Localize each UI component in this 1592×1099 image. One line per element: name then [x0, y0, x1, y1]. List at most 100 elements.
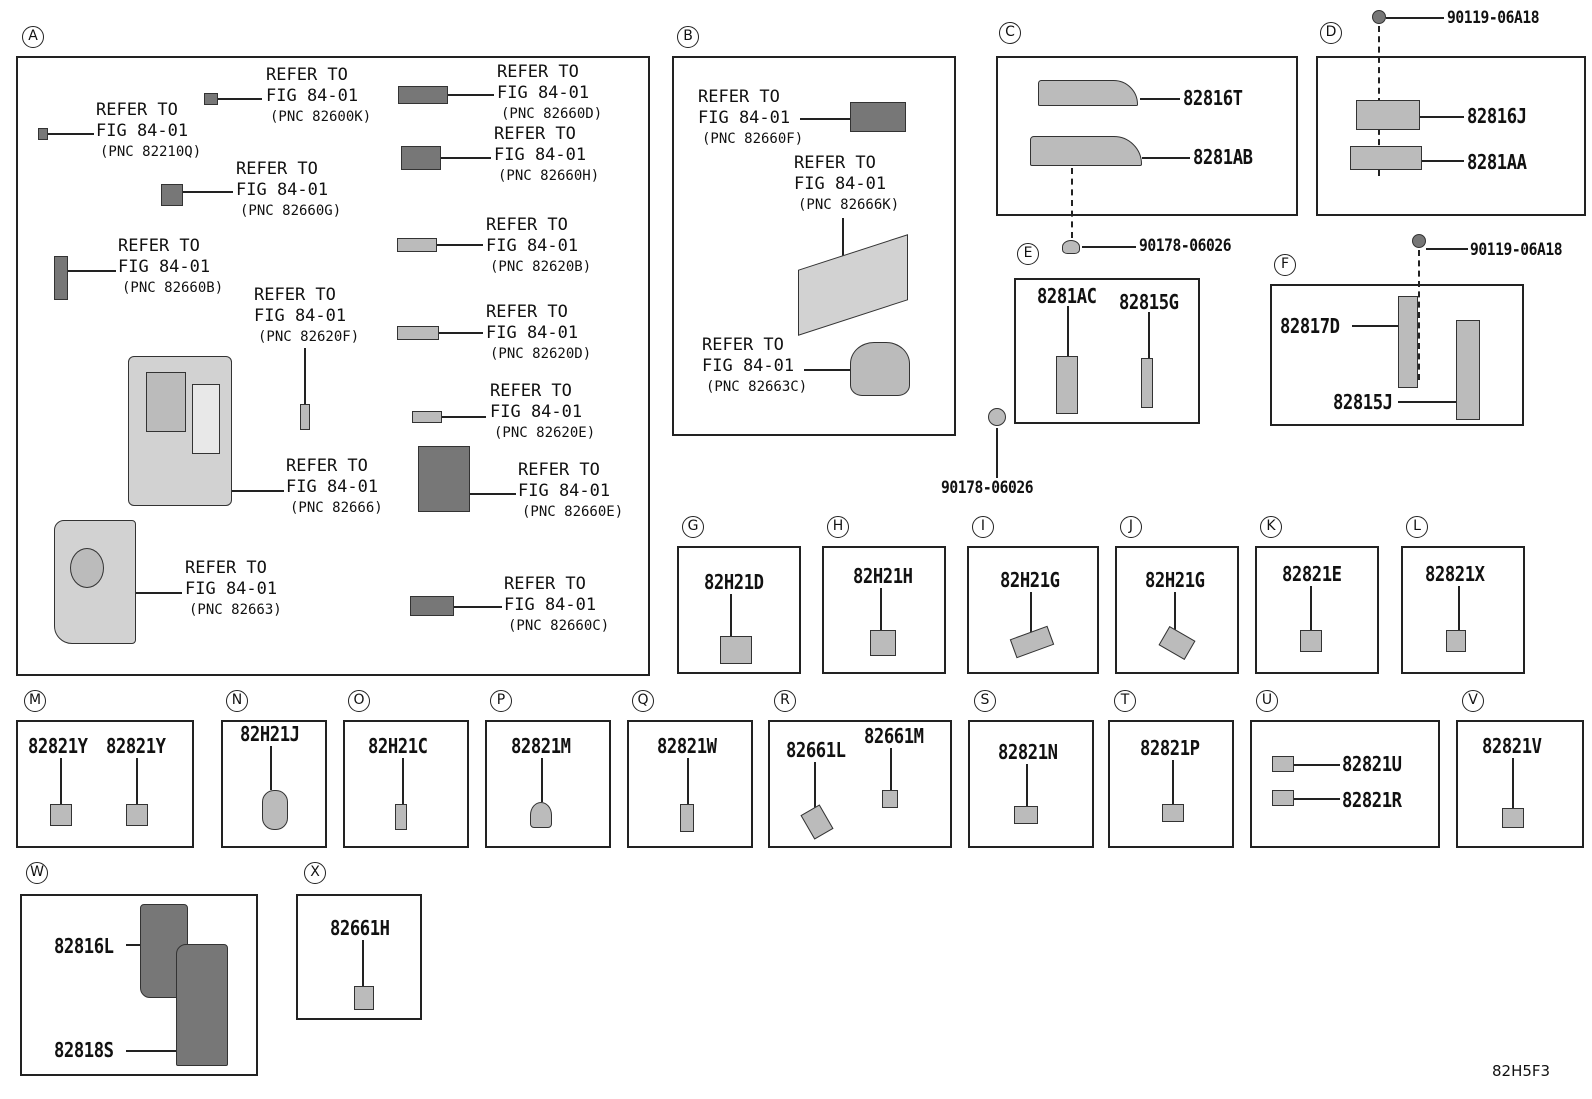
part-relay-82660f [850, 102, 906, 132]
section-v-box [1456, 720, 1584, 848]
part-fuse-82620f [300, 404, 310, 430]
part-cover-82663c [850, 342, 910, 396]
part-number-g: 82H21D [704, 570, 764, 594]
section-label-f: F [1274, 254, 1296, 276]
part-connector-82660g [161, 184, 183, 206]
section-label-m: M [24, 690, 46, 712]
section-u-box [1250, 720, 1440, 848]
section-label-k: K [1260, 516, 1282, 538]
part-number-90178-06026-bottom: 90178-06026 [941, 478, 1034, 498]
section-o-box [343, 720, 469, 848]
section-label-s: S [974, 690, 996, 712]
section-i-box [967, 546, 1099, 674]
part-number-w1: 82816L [54, 934, 114, 958]
part-clip-v [1502, 808, 1524, 828]
section-r-box [768, 720, 952, 848]
part-clip-g [720, 636, 752, 664]
part-clip-q [680, 804, 694, 832]
section-label-g: G [682, 516, 704, 538]
part-bracket-8281aa [1350, 146, 1422, 170]
part-block-82620d [397, 326, 439, 340]
part-clip-h [870, 630, 896, 656]
part-number-82815j: 82815J [1333, 390, 1393, 414]
section-p-box [485, 720, 611, 848]
section-label-d: D [1320, 22, 1342, 44]
part-connector-82600k [204, 93, 218, 105]
part-connector-82210q [38, 128, 48, 140]
part-bracket-82817d [1398, 296, 1418, 388]
section-label-l: L [1406, 516, 1428, 538]
part-cover-82816j [1356, 100, 1420, 130]
part-clip-k [1300, 630, 1322, 652]
section-label-u: U [1256, 690, 1278, 712]
part-clip-90178-06026-bottom [988, 408, 1006, 426]
section-s-box [968, 720, 1094, 848]
section-f-box [1270, 284, 1524, 426]
section-label-t: T [1114, 690, 1136, 712]
part-connector-82660b [54, 256, 68, 300]
part-bracket-82815g [1141, 358, 1153, 408]
part-connector-82660c [410, 596, 454, 616]
part-number-82815g: 82815G [1119, 290, 1179, 314]
part-bracket-82818s [176, 944, 228, 1066]
section-label-n: N [226, 690, 248, 712]
part-number-82817d: 82817D [1280, 314, 1340, 338]
part-clip-t [1162, 804, 1184, 822]
part-number-m2: 82821Y [106, 734, 166, 758]
section-label-a: A [22, 26, 44, 48]
part-number-k: 82821E [1282, 562, 1342, 586]
part-clip-p [530, 802, 552, 828]
section-q-box [627, 720, 753, 848]
part-number-90178-06026-top: 90178-06026 [1139, 236, 1232, 256]
part-number-t: 82821P [1140, 736, 1200, 760]
section-label-e: E [1017, 243, 1039, 265]
part-number-n: 82H21J [240, 722, 300, 746]
section-b-box [672, 56, 956, 436]
part-number-90119-06a18-d: 90119-06A18 [1447, 8, 1540, 28]
part-number-v: 82821V [1482, 734, 1542, 758]
part-number-h: 82H21H [853, 564, 913, 588]
section-label-b: B [677, 26, 699, 48]
section-j-box [1115, 546, 1239, 674]
section-label-r: R [774, 690, 796, 712]
part-clip-r2 [882, 790, 898, 808]
part-bolt-90119-06a18-f [1412, 234, 1426, 248]
part-number-l: 82821X [1425, 562, 1485, 586]
part-number-w2: 82818S [54, 1038, 114, 1062]
part-block-82620e [412, 411, 442, 423]
part-bracket-82815j [1456, 320, 1480, 420]
section-n-box [221, 720, 327, 848]
section-d-box [1316, 56, 1586, 216]
part-number-j: 82H21G [1145, 568, 1205, 592]
part-number-8281aa: 8281AA [1467, 150, 1527, 174]
part-number-q: 82821W [657, 734, 717, 758]
section-g-box [677, 546, 801, 674]
part-clip-u2 [1272, 790, 1294, 806]
part-clip-l [1446, 630, 1466, 652]
part-number-m1: 82821Y [28, 734, 88, 758]
part-relay-block-82660e [418, 446, 470, 512]
part-number-r1: 82661L [786, 738, 846, 762]
section-c-box [996, 56, 1298, 216]
section-w-box [20, 894, 258, 1076]
diagram-code: 82H5F3 [1492, 1062, 1551, 1080]
section-label-v: V [1462, 690, 1484, 712]
part-number-x: 82661H [330, 916, 390, 940]
part-number-82816t: 82816T [1183, 86, 1243, 110]
part-clip-u1 [1272, 756, 1294, 772]
part-number-u2: 82821R [1342, 788, 1402, 812]
part-number-8281ab: 8281AB [1193, 145, 1253, 169]
section-e-box [1014, 278, 1200, 424]
